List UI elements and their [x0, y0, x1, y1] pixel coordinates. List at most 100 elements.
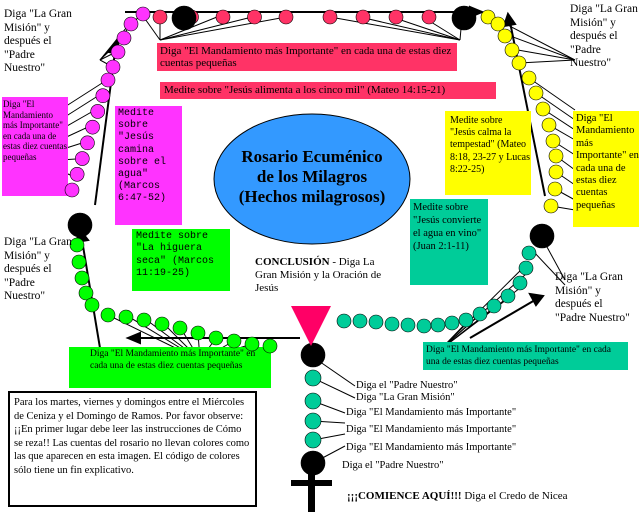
bottom-left-instruction-box: Diga "El Mandamiento más Importante" en …	[90, 349, 256, 371]
green-bead	[262, 338, 278, 354]
yellow-bead	[480, 9, 496, 25]
teal-bead	[458, 312, 474, 328]
top-instruction-box: Diga "El Mandamiento más Importante" en …	[160, 45, 452, 69]
stem-label-2: Diga "La Gran Misión"	[356, 392, 455, 403]
start-label: ¡¡¡COMIENCE AQUÍ!!! Diga el Credo de Nic…	[347, 478, 568, 502]
magenta-bead	[100, 72, 116, 88]
page-title-line-3: (Hechos milagrosos)	[238, 187, 386, 206]
conclusion-triangle	[291, 306, 331, 346]
large-black-bead	[529, 223, 555, 249]
magenta-bead	[135, 6, 151, 22]
green-bead	[244, 336, 260, 352]
label-top-left: Diga "La Gran Misión" y después el "Padr…	[4, 8, 72, 74]
stem-teal-bead	[304, 431, 322, 449]
yellow-bead	[547, 181, 563, 197]
yellow-bead	[528, 85, 544, 101]
yellow-bead	[541, 117, 557, 133]
yellow-bead	[548, 164, 564, 180]
teal-bead	[336, 313, 352, 329]
red-bead	[152, 9, 168, 25]
left-instruction-box-bg	[2, 97, 68, 196]
teal-bead	[430, 317, 446, 333]
conclusion-text: - Diga La Gran Misión y la Oración de Je…	[255, 256, 382, 294]
teal-bead	[400, 317, 416, 333]
teal-bead	[352, 313, 368, 329]
red-bead	[322, 9, 338, 25]
left-meditation-box-bg	[115, 106, 182, 225]
title-ellipse	[213, 113, 411, 245]
large-black-bead	[67, 212, 93, 238]
bottom-left-instruction-box-bg	[69, 347, 271, 388]
stem-label-3: Diga "El Mandamiento más Importante"	[346, 407, 517, 418]
page-title-line-1: Rosario Ecuménico	[241, 147, 383, 166]
conclusion-bold: CONCLUSIÓN	[255, 256, 330, 268]
bottom-left-meditation-box-bg	[132, 229, 230, 291]
red-bead	[355, 9, 371, 25]
right-meditation-box: Medite sobre "Jesús calma la tempestad" …	[450, 115, 530, 175]
top-meditation-box-bg	[160, 82, 496, 99]
note-box-bg	[8, 391, 257, 507]
top-instruction-box-bg	[157, 43, 457, 71]
yellow-bead	[504, 42, 520, 58]
large-black-bead	[451, 5, 477, 31]
bottom-right-instruction-box-bg	[423, 342, 628, 370]
magenta-bead	[80, 135, 95, 151]
teal-bead	[384, 316, 400, 332]
stem-label-6: Diga el "Padre Nuestro"	[342, 460, 444, 471]
yellow-bead	[543, 198, 559, 214]
green-bead	[84, 297, 100, 313]
large-black-bead	[300, 342, 326, 368]
green-bead	[78, 285, 94, 301]
green-bead	[69, 237, 85, 253]
magenta-bead	[116, 30, 132, 46]
green-bead	[154, 316, 170, 332]
bottom-right-meditation-box: Medite sobre "Jesús convierte el agua en…	[413, 202, 482, 252]
green-bead	[172, 320, 188, 336]
green-bead	[190, 325, 206, 341]
green-bead	[71, 254, 87, 270]
green-bead	[226, 333, 242, 349]
left-meditation-box: Medite sobre "Jesús camina sobre el agua…	[118, 108, 167, 205]
stem-teal-bead	[304, 412, 322, 430]
green-bead	[136, 312, 152, 328]
red-bead	[247, 9, 262, 25]
crucifix-icon	[291, 470, 332, 512]
red-bead	[421, 9, 437, 25]
red-bead	[278, 9, 294, 25]
magenta-bead	[90, 104, 106, 119]
yellow-bead	[521, 70, 537, 86]
teal-bead	[416, 318, 432, 334]
top-meditation-box: Medite sobre "Jesús alimenta a los cinco…	[164, 84, 446, 96]
bottom-right-meditation-box-bg	[410, 199, 488, 285]
yellow-bead	[511, 55, 527, 71]
stem-teal-bead	[304, 392, 322, 410]
magenta-bead	[64, 182, 80, 198]
magenta-bead	[85, 119, 100, 135]
stem-teal-bead	[304, 369, 322, 387]
label-mid-left: Diga "La Gran Misión" y después el "Padr…	[4, 236, 72, 302]
stem-label-4: Diga "El Mandamiento más Importante"	[346, 424, 517, 435]
yellow-bead	[490, 16, 506, 32]
stem-label-5: Diga "El Mandamiento más Importante"	[346, 442, 517, 453]
yellow-bead	[548, 148, 564, 164]
left-instruction-box: Diga "El Mandamiento más Importante" en …	[3, 99, 67, 162]
magenta-bead	[123, 16, 139, 32]
teal-bead	[444, 315, 460, 331]
page-title-line-2: de los Milagros	[256, 167, 368, 186]
green-bead	[100, 307, 116, 323]
green-bead	[74, 270, 90, 286]
magenta-bead	[110, 44, 126, 60]
note-text: Para los martes, viernes y domingos entr…	[14, 397, 250, 476]
teal-bead	[500, 288, 516, 304]
teal-bead	[368, 314, 384, 330]
magenta-bead	[69, 166, 85, 182]
label-top-right: Diga "La Gran Misión" y después el "Padr…	[570, 3, 638, 69]
yellow-bead	[497, 28, 513, 44]
bottom-right-instruction-box: Diga "El Mandamiento más Importante" en …	[426, 345, 612, 367]
red-bead	[388, 9, 404, 25]
right-instruction-box: Diga "El Mandamiento más Importante" en …	[576, 113, 639, 211]
green-bead	[208, 330, 224, 346]
red-bead	[215, 9, 231, 25]
yellow-bead	[535, 101, 551, 117]
arrow-head	[528, 292, 545, 307]
